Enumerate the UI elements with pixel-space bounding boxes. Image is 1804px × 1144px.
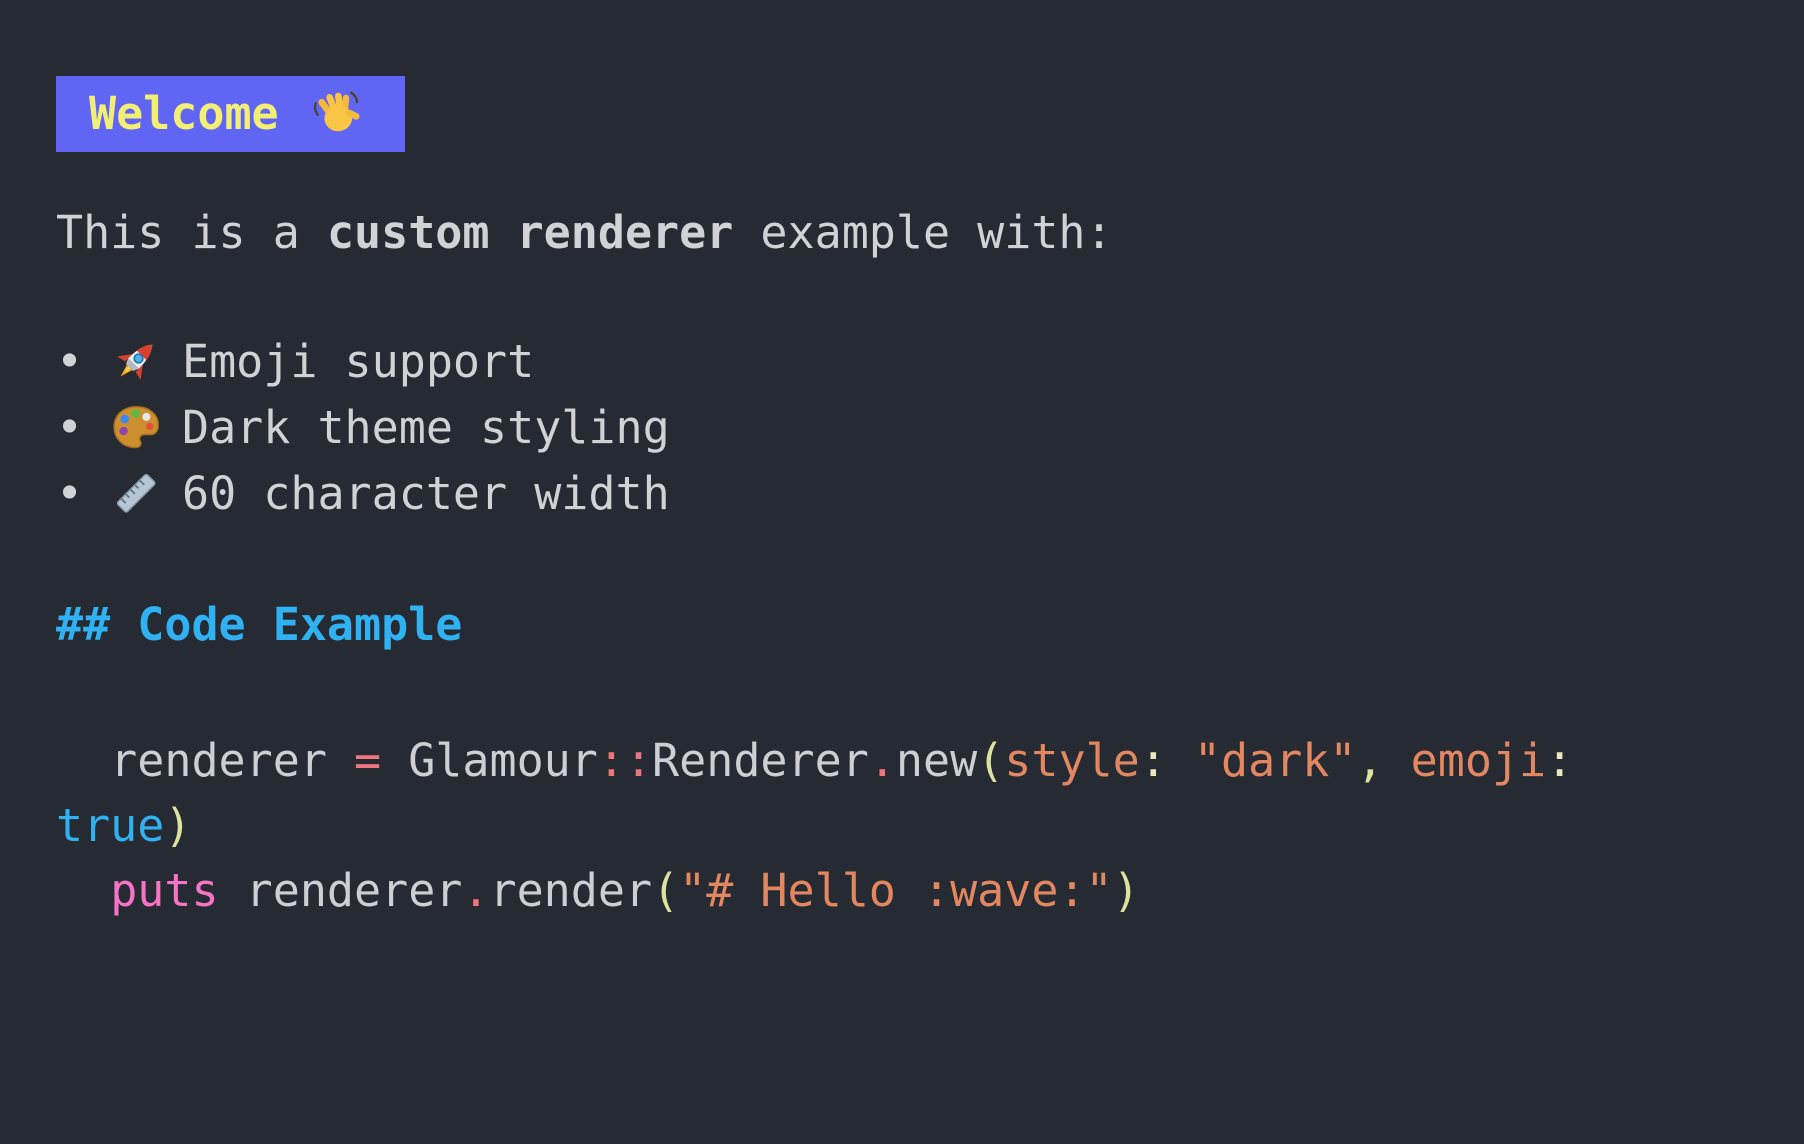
code-token: style [1004,734,1140,787]
intro-text-end: example with: [733,206,1113,259]
code-line: true) [56,793,1804,858]
code-token: renderer [218,864,463,917]
welcome-banner-title: Welcome [89,87,279,140]
intro-paragraph: This is a custom renderer example with: [56,200,1804,266]
list-item: • Dark theme styling [56,394,1804,460]
code-token: . [462,864,490,917]
list-item: • Emoji support [56,328,1804,394]
code-token: ) [164,799,192,852]
code-token [56,864,110,917]
list-item-label: Dark theme styling [182,400,670,454]
bullet-marker: • [56,466,84,520]
code-token: ) [1112,864,1140,917]
bullet-marker: • [56,334,84,388]
code-token: , [1356,734,1411,787]
code-token: "# Hello :wave:" [679,864,1113,917]
code-line: renderer = Glamour::Renderer.new(style: … [56,728,1804,793]
welcome-banner: Welcome [56,76,405,152]
list-item: • 60 character width [56,460,1804,526]
code-token: emoji [1410,734,1547,787]
code-token: :: [597,734,653,787]
code-token: Renderer [652,734,869,787]
code-token: true [56,799,165,852]
code-token: : [1139,734,1194,787]
ruler-emoji-icon [110,467,182,519]
list-item-label: Emoji support [182,334,535,388]
code-example-heading: ## Code Example [56,598,463,651]
code-token: . [868,734,896,787]
code-token: render [489,864,653,917]
rocket-emoji-icon [110,335,182,387]
intro-text: This is a [56,206,327,259]
code-line: puts renderer.render("# Hello :wave:") [56,858,1804,923]
code-token: Glamour [381,734,598,787]
palette-emoji-icon [110,401,182,453]
code-token: = [354,734,382,787]
code-token: ( [652,864,680,917]
code-token: ( [977,734,1005,787]
intro-text-bold: custom renderer [326,206,734,259]
code-token: puts [110,864,219,917]
code-block: renderer = Glamour::Renderer.new(style: … [56,728,1804,923]
wave-emoji-icon [313,89,363,139]
code-token: renderer [56,734,355,787]
code-token: : [1546,734,1574,787]
bullet-marker: • [56,400,84,454]
list-item-label: 60 character width [182,466,670,520]
feature-list: • Emoji support • [56,328,1804,526]
code-token: new [895,734,978,787]
code-token: "dark" [1193,734,1357,787]
